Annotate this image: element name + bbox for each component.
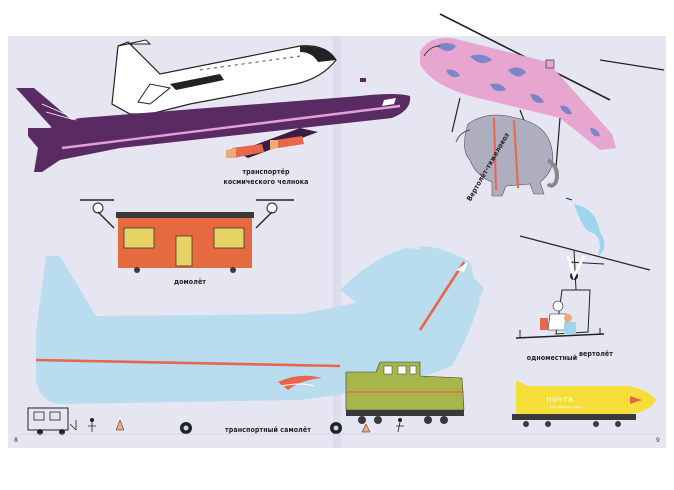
label-shuttle-carrier-1: транспортёр [242,168,290,176]
traffic-cone-left [115,419,125,431]
label-transport-plane: транспортный самолёт [225,426,311,434]
page-number-left: 8 [14,437,18,444]
elephant [455,114,559,197]
locomotive [345,361,465,424]
shuttle-carrier-plane [16,78,411,172]
heavy-helicopter [420,13,665,169]
ground-worker [88,418,96,432]
label-shuttle-carrier-2: космического челнока [223,178,308,186]
label-house-plane: домолёт [174,278,206,286]
ground-worker-right [396,418,404,433]
transport-plane [35,246,484,434]
water-splash [565,197,605,256]
mail-subtitle: РОССИЙСКОГО НЕБА [550,404,584,409]
pilot-figure [540,300,576,334]
label-single-seat-helicopter-1: одноместный [527,354,577,362]
space-shuttle [111,39,337,122]
mail-sign: почта [547,395,574,404]
traffic-cone-right [361,423,371,433]
bottom-left-vehicle [27,407,77,435]
single-seat-helicopter [515,235,651,339]
page-number-right: 9 [656,437,660,444]
page-gutter [333,36,341,448]
mail-rocket [512,380,656,427]
label-single-seat-helicopter-2: вертолёт [579,350,613,358]
house-plane [80,199,294,273]
